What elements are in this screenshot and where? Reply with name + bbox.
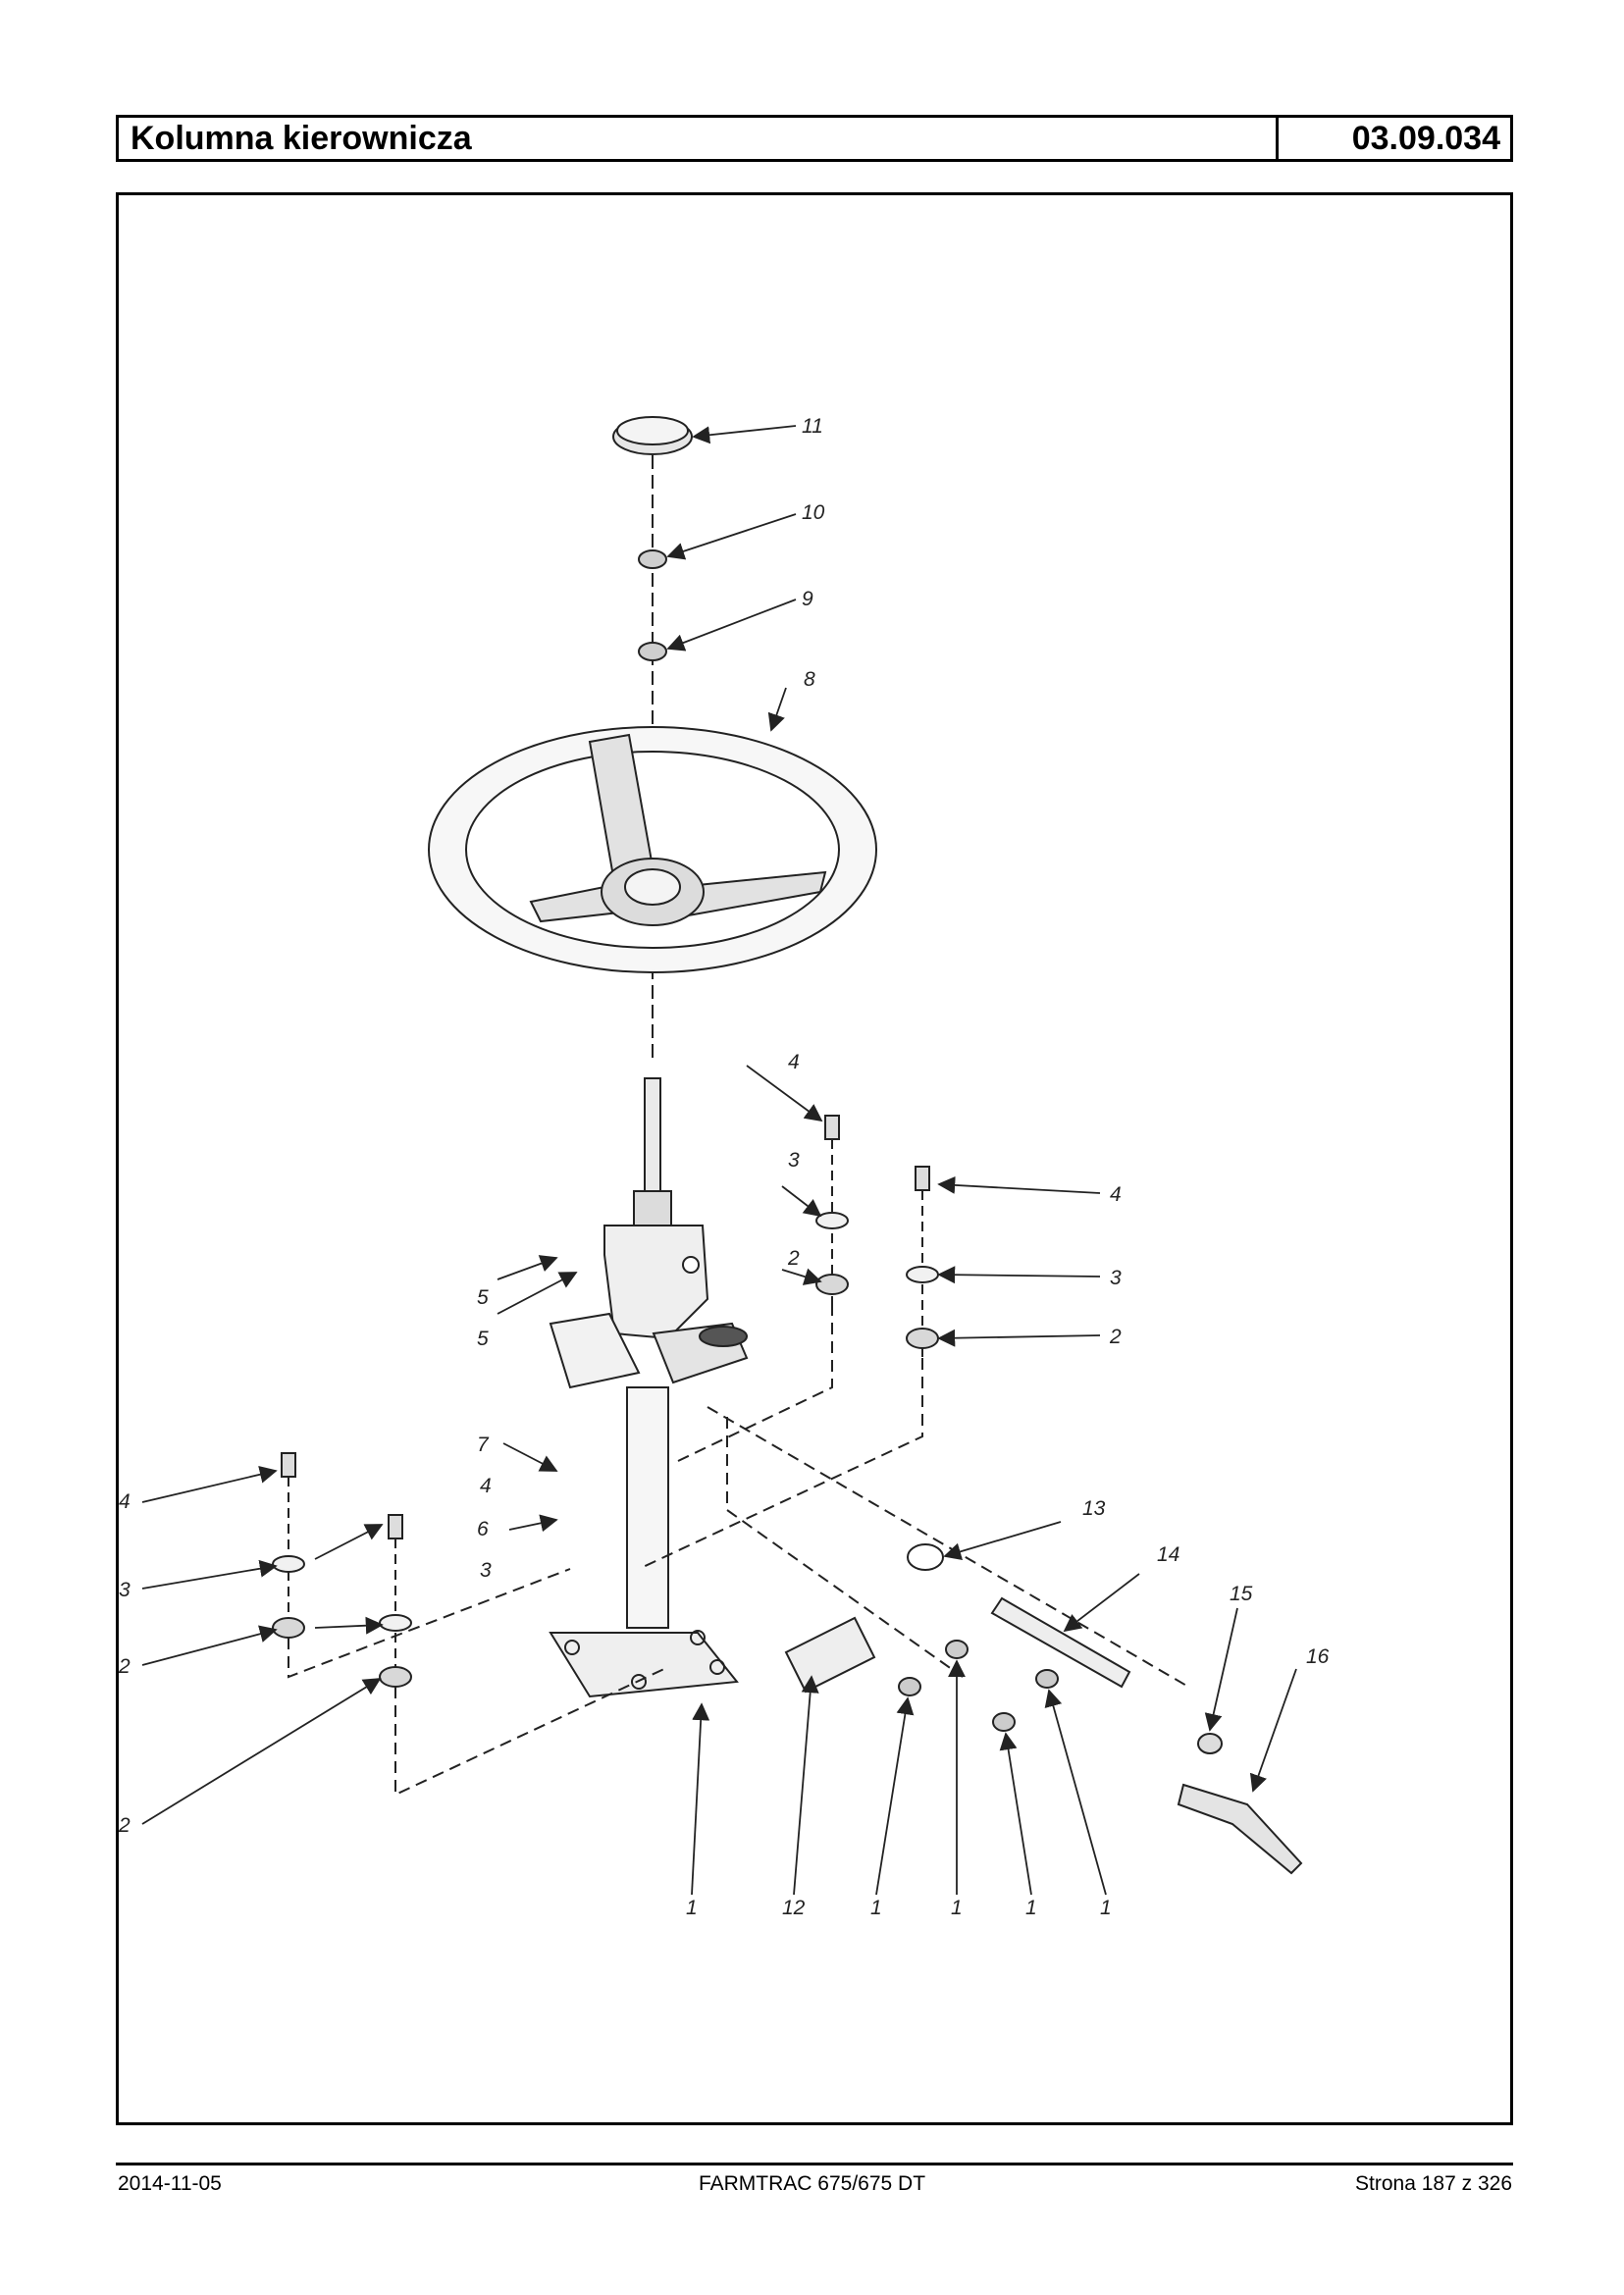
callout-label: 11	[802, 415, 823, 438]
callout-label: 1	[1025, 1897, 1037, 1919]
callout-label: 4	[119, 1490, 131, 1513]
callout-label: 5	[477, 1328, 489, 1350]
washer-part	[907, 1543, 944, 1571]
callout-label: 3	[119, 1579, 131, 1601]
callout-label: 3	[480, 1559, 492, 1582]
footer-divider	[116, 2163, 1513, 2165]
footer-page-number: Strona 187 z 326	[1355, 2172, 1512, 2195]
callout-labels: 11 10 9 8 4 3 2 4 3 2 5 5 7 6 4 3 2 4 3 …	[119, 415, 1330, 1919]
callout-label: 2	[119, 1655, 131, 1678]
callout-label: 1	[951, 1897, 963, 1919]
callout-label: 1	[870, 1897, 882, 1919]
document-code: 03.09.034	[1351, 120, 1500, 157]
leader-lines	[141, 425, 1297, 1896]
steering-wheel-part	[428, 726, 877, 973]
cap-part	[612, 416, 693, 455]
callout-label: 13	[1082, 1497, 1106, 1520]
callout-label: 2	[787, 1247, 800, 1270]
callout-label: 1	[1100, 1897, 1112, 1919]
callout-label: 4	[1110, 1183, 1122, 1206]
callout-label: 3	[788, 1149, 800, 1172]
diagram-frame: 11 10 9 8 4 3 2 4 3 2 5 5 7 6 4 3 2 4 3 …	[116, 192, 1513, 2125]
lever-part	[1177, 1783, 1303, 1875]
page-title: Kolumna kierownicza	[119, 118, 1279, 159]
nut-part	[638, 642, 667, 661]
callout-label: 7	[477, 1434, 490, 1456]
callout-label: 12	[782, 1897, 806, 1919]
nut-part	[638, 549, 667, 569]
shaft-part	[990, 1596, 1131, 1689]
callout-label: 4	[480, 1475, 492, 1497]
callout-label: 4	[788, 1051, 800, 1073]
callout-label: 15	[1230, 1583, 1253, 1605]
steering-column-exploded-diagram: 11 10 9 8 4 3 2 4 3 2 5 5 7 6 4 3 2 4 3 …	[119, 415, 1330, 1919]
callout-label: 8	[804, 668, 815, 691]
callout-label: 10	[802, 501, 825, 524]
page-header: Kolumna kierownicza 03.09.034	[116, 115, 1513, 162]
assembly-lines	[288, 1304, 1189, 1797]
bolt-stack-left	[272, 1452, 412, 1688]
callout-label: 6	[477, 1518, 489, 1540]
callout-label: 5	[477, 1286, 489, 1309]
callout-label: 1	[686, 1897, 698, 1919]
callout-label: 9	[802, 588, 813, 610]
callout-label: 2	[119, 1814, 131, 1837]
footer-date: 2014-11-05	[118, 2172, 222, 2195]
footer-model: FARMTRAC 675/675 DT	[698, 2172, 926, 2195]
callout-label: 14	[1157, 1543, 1179, 1566]
steering-column-part	[549, 1077, 749, 1698]
callout-label: 3	[1110, 1267, 1122, 1289]
callout-label: 16	[1306, 1645, 1330, 1668]
nut-part	[1197, 1733, 1223, 1754]
bracket-part	[784, 1616, 876, 1694]
bolt-stack-right	[815, 1115, 939, 1358]
callout-label: 2	[1109, 1326, 1122, 1348]
